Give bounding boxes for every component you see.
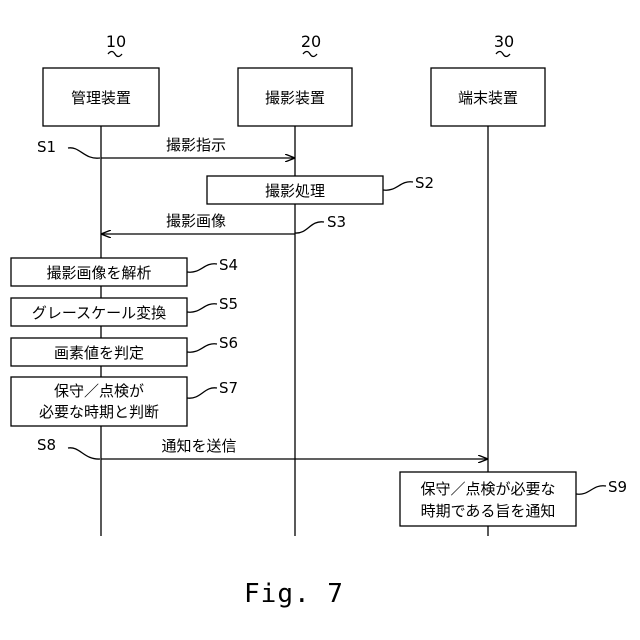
process-s6-step: S6 <box>219 334 238 352</box>
message-s3-leader <box>295 222 324 233</box>
device-camera-ref-squiggle <box>303 52 317 57</box>
process-s5-leader <box>187 304 217 312</box>
process-s4: 撮影画像を解析 S4 <box>11 256 238 286</box>
process-s7-line-2: 必要な時期と判断 <box>39 403 159 421</box>
device-terminal-label: 端末装置 <box>458 89 518 107</box>
process-s9: 保守／点検が必要な 時期である旨を通知 S9 <box>400 472 627 526</box>
process-s6: 画素値を判定 S6 <box>11 334 238 366</box>
device-camera: 20 撮影装置 <box>238 32 352 536</box>
process-s4-line-1: 撮影画像を解析 <box>46 264 151 282</box>
message-s1-step: S1 <box>37 138 56 156</box>
device-management-ref-squiggle <box>108 52 122 57</box>
process-s4-leader <box>187 264 217 272</box>
device-camera-ref: 20 <box>301 32 321 51</box>
device-terminal: 30 端末装置 <box>431 32 545 536</box>
process-s7-line-1: 保守／点検が <box>54 382 144 400</box>
process-s2-step: S2 <box>415 174 434 192</box>
process-s2-line-1: 撮影処理 <box>265 182 325 200</box>
process-s5: グレースケール変換 S5 <box>11 295 238 326</box>
process-s7-step: S7 <box>219 379 238 397</box>
message-s1: S1 撮影指示 <box>37 136 294 158</box>
process-s7: 保守／点検が 必要な時期と判断 S7 <box>11 377 238 426</box>
message-s3: 撮影画像 S3 <box>102 212 346 234</box>
process-s2: 撮影処理 S2 <box>207 174 434 204</box>
message-s3-label: 撮影画像 <box>166 212 226 230</box>
message-s8-leader <box>68 448 100 459</box>
message-s8-label: 通知を送信 <box>161 437 236 455</box>
figure-label: Fig. 7 <box>244 579 344 609</box>
device-terminal-ref-squiggle <box>496 52 510 57</box>
process-s9-line-1: 保守／点検が必要な <box>420 480 555 498</box>
process-s9-step: S9 <box>608 478 627 496</box>
device-management-label: 管理装置 <box>71 89 131 107</box>
message-s3-step: S3 <box>327 213 346 231</box>
message-s1-label: 撮影指示 <box>166 136 226 154</box>
message-s8: S8 通知を送信 <box>37 436 487 459</box>
process-s4-step: S4 <box>219 256 238 274</box>
message-s1-leader <box>68 148 100 158</box>
message-s8-step: S8 <box>37 436 56 454</box>
device-camera-label: 撮影装置 <box>265 89 325 107</box>
process-s6-leader <box>187 344 217 352</box>
process-s9-leader <box>576 486 606 494</box>
device-management-ref: 10 <box>106 32 126 51</box>
process-s9-line-2: 時期である旨を通知 <box>421 502 556 520</box>
device-terminal-ref: 30 <box>494 32 514 51</box>
process-s6-line-1: 画素値を判定 <box>54 344 144 362</box>
process-s5-line-1: グレースケール変換 <box>32 304 166 322</box>
process-s2-leader <box>383 182 413 190</box>
process-s7-leader <box>187 388 217 398</box>
process-s5-step: S5 <box>219 295 238 313</box>
